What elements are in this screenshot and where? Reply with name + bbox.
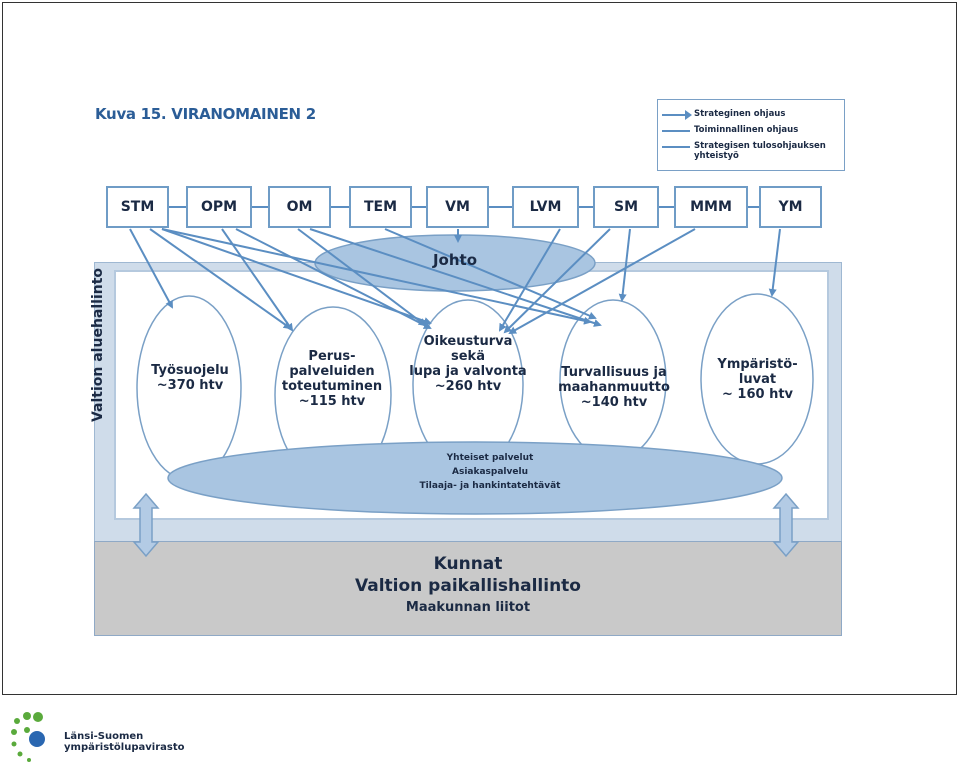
unit-line: ~260 htv <box>434 379 502 394</box>
unit-line: Perus- <box>308 349 356 364</box>
local-government-block <box>94 541 842 636</box>
unit-line: Turvallisuus ja <box>561 365 667 380</box>
legend-item-cooperation: Strategisen tulosohjauksen yhteistyö <box>662 141 842 161</box>
double-arrow-left <box>132 492 160 558</box>
unit-label-turvallisuus: Turvallisuus ja maahanmuutto ~140 htv <box>553 365 675 410</box>
ministry-box-vm: VM <box>426 186 489 228</box>
ministry-box-om: OM <box>268 186 331 228</box>
unit-line: palveluiden <box>289 364 375 379</box>
unit-label-ymparistoluvat: Ympäristö- luvat ~ 160 htv <box>700 357 815 402</box>
johto-label: Johto <box>432 251 478 269</box>
unit-line: toteutuminen <box>281 379 383 394</box>
shared-services-ellipse <box>167 441 783 515</box>
legend-label: Toiminnallinen ohjaus <box>694 125 799 135</box>
line-icon <box>662 146 690 148</box>
shared-services-label: Yhteiset palvelut Asiakaspalvelu Tilaaja… <box>360 451 620 493</box>
organization-name-line: Länsi-Suomen <box>64 731 144 742</box>
legend-item-strategic: Strateginen ohjaus <box>662 109 786 120</box>
organization-logo-icon <box>11 712 45 762</box>
unit-line: ~ 160 htv <box>721 387 794 402</box>
unit-line: maahanmuutto <box>558 380 670 395</box>
legend: Strateginen ohjaus Toiminnallinen ohjaus… <box>657 99 845 171</box>
unit-line: ~140 htv <box>580 395 648 410</box>
ministry-box-sm: SM <box>593 186 659 228</box>
double-arrows <box>132 492 800 558</box>
legend-item-operational: Toiminnallinen ohjaus <box>662 125 798 135</box>
organization-name: Länsi-Suomen ympäristölupavirasto <box>64 731 185 753</box>
unit-label-oikeusturva: Oikeusturva sekä lupa ja valvonta ~260 h… <box>408 334 528 394</box>
unit-line: ~115 htv <box>298 394 366 409</box>
unit-line: ~370 htv <box>156 378 224 393</box>
ministry-box-ym: YM <box>759 186 822 228</box>
ministry-box-stm: STM <box>106 186 169 228</box>
shared-service-item: Asiakaspalvelu <box>452 467 528 477</box>
lower-line-kunnat: Kunnat <box>433 554 503 574</box>
legend-label: Strateginen ohjaus <box>694 109 786 119</box>
double-arrow-right <box>772 492 800 558</box>
unit-line: sekä <box>451 349 485 364</box>
organization-name-line: ympäristölupavirasto <box>64 742 185 753</box>
ministry-box-opm: OPM <box>186 186 252 228</box>
unit-line: lupa ja valvonta <box>409 364 527 379</box>
unit-line: luvat <box>738 372 777 387</box>
unit-line: Työsuojelu <box>151 363 229 378</box>
ministry-box-lvm: LVM <box>512 186 579 228</box>
ministry-box-mmm: MMM <box>674 186 748 228</box>
steering-arrows <box>129 228 781 334</box>
unit-line: Oikeusturva <box>423 334 513 349</box>
figure-frame <box>2 2 957 695</box>
legend-label: Strategisen tulosohjauksen yhteistyö <box>694 141 826 161</box>
unit-label-peruspalvelut: Perus- palveluiden toteutuminen ~115 htv <box>272 349 392 409</box>
unit-line: Ympäristö- <box>717 357 798 372</box>
shared-service-item: Yhteiset palvelut <box>446 453 534 463</box>
ministry-box-tem: TEM <box>349 186 412 228</box>
lower-line-maakunnat: Maakunnan liitot <box>405 600 531 615</box>
arrow-icon <box>662 110 692 120</box>
shared-service-item: Tilaaja- ja hankintatehtävät <box>419 481 561 491</box>
line-icon <box>662 130 690 132</box>
figure-title: Kuva 15. VIRANOMAINEN 2 <box>95 105 316 123</box>
unit-label-tyosuojelu: Työsuojelu ~370 htv <box>140 363 240 393</box>
lower-line-paikallishallinto: Valtion paikallishallinto <box>355 576 581 596</box>
